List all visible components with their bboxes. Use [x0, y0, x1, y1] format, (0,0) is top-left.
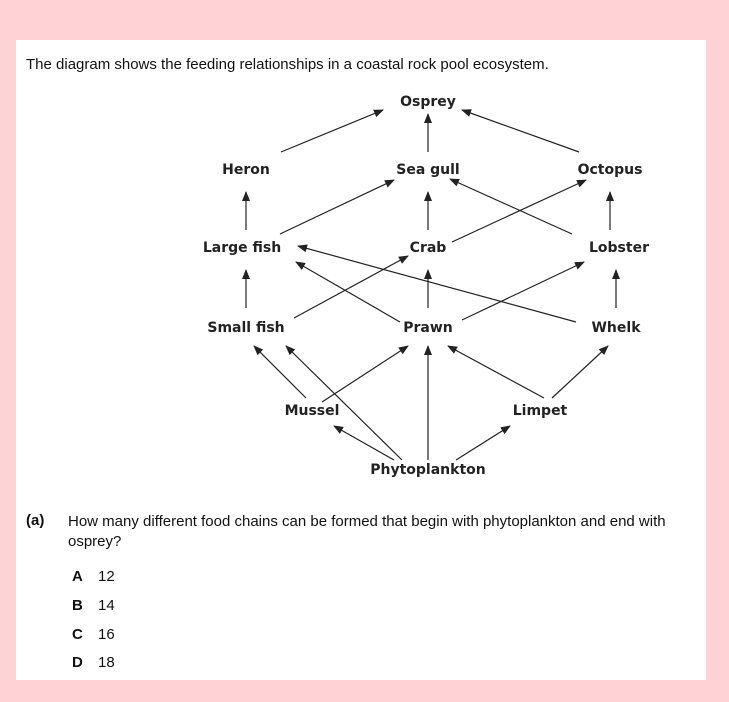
option-a-letter: A: [72, 568, 83, 585]
food-web-diagram: Osprey Heron Sea gull Octopus Large fish…: [203, 94, 649, 478]
node-crab: Crab: [410, 240, 447, 256]
node-octopus: Octopus: [578, 162, 643, 178]
arrow-mussel-prawn: [321, 345, 409, 403]
node-largefish: Large fish: [203, 240, 281, 256]
option-d-value: 18: [98, 654, 115, 671]
node-heron: Heron: [222, 162, 270, 178]
arrow-phyto-mussel: [333, 425, 395, 461]
node-osprey: Osprey: [400, 94, 456, 110]
node-whelk: Whelk: [591, 320, 641, 336]
node-seagull: Sea gull: [396, 162, 460, 178]
option-c[interactable]: C 16: [72, 626, 115, 643]
arrow-heron-osprey: [280, 109, 384, 153]
option-b-letter: B: [72, 597, 83, 614]
arrow-prawn-largefish: [295, 261, 401, 323]
option-a-value: 12: [98, 568, 115, 585]
arrow-prawn-lobster: [461, 261, 585, 321]
option-d[interactable]: D 18: [72, 654, 115, 671]
node-prawn: Prawn: [403, 320, 453, 336]
arrow-phyto-smallfish: [285, 345, 403, 461]
option-d-letter: D: [72, 654, 83, 671]
arrow-lobster-seagull: [449, 178, 573, 235]
intro-text: The diagram shows the feeding relationsh…: [26, 56, 549, 73]
question-text: How many different food chains can be fo…: [68, 513, 666, 550]
option-c-letter: C: [72, 626, 83, 643]
option-b-value: 14: [98, 597, 115, 614]
node-limpet: Limpet: [513, 403, 568, 419]
option-a[interactable]: A 12: [72, 568, 115, 585]
food-web-arrows: [242, 109, 620, 461]
arrow-whelk-largefish: [297, 244, 577, 323]
node-lobster: Lobster: [589, 240, 649, 256]
arrow-smallfish-crab: [293, 255, 409, 319]
question-label: (a): [26, 512, 45, 529]
arrow-crab-octopus: [451, 179, 587, 243]
node-phytoplankton: Phytoplankton: [370, 462, 486, 478]
option-c-value: 16: [98, 626, 115, 643]
arrow-mussel-smallfish: [253, 345, 307, 399]
node-smallfish: Small fish: [207, 320, 284, 336]
arrow-limpet-prawn: [447, 345, 545, 399]
question-card: The diagram shows the feeding relationsh…: [16, 40, 706, 680]
arrow-largefish-seagull: [279, 179, 395, 235]
option-b[interactable]: B 14: [72, 597, 115, 614]
node-mussel: Mussel: [285, 403, 340, 419]
arrow-limpet-whelk: [551, 345, 609, 399]
arrow-octopus-osprey: [461, 109, 580, 153]
arrow-phyto-limpet: [455, 425, 511, 461]
